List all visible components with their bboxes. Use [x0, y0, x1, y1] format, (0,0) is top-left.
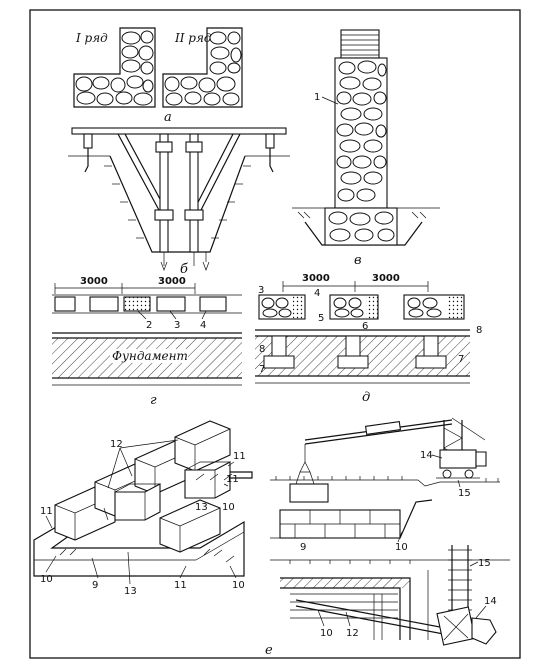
panel-a-row1-outline: [73, 27, 156, 108]
panel-d-dim-left: 3000: [302, 273, 330, 284]
panel-e-callout-9: 9: [92, 580, 98, 591]
panel-e-callout-15-b: 15: [478, 558, 491, 569]
panel-a-row2-label: II ряд: [174, 31, 212, 45]
panel-e-callout-11-d: 11: [174, 580, 187, 591]
panel-b-caption: б: [180, 262, 188, 277]
panel-e-blocks: [54, 420, 231, 553]
panel-g-callout-2: 2: [146, 320, 152, 331]
panel-d-callout-8-right: 8: [476, 325, 482, 336]
panel-e-crane-plan: [436, 606, 497, 646]
panel-g-callout-4: 4: [200, 320, 206, 331]
panel-e-callout-9-b: 9: [300, 542, 306, 553]
panel-e-callout-13-a: 13: [195, 502, 208, 513]
panel-e-left: 12 11 11 10 13 11 10 9 13 11 10: [33, 420, 253, 597]
panel-a: I ряд II ряд а: [73, 27, 243, 125]
panel-e-callout-10-b: 10: [40, 574, 53, 585]
panel-g: 3000 3000 2 3 4 Фундамент г: [52, 276, 242, 408]
panel-e-callout-11-a: 11: [233, 451, 246, 462]
panel-b: б: [68, 127, 290, 277]
panel-d-callout-3: 3: [258, 285, 264, 296]
panel-e-crane-mast: [436, 420, 487, 479]
panel-e-callout-13-b: 13: [124, 586, 137, 597]
panel-e-callout-14-a: 14: [420, 450, 433, 461]
panel-e-hoisted-block: [289, 483, 329, 503]
panel-e-callout-11-c: 11: [40, 506, 53, 517]
panel-d-callout-4: 4: [314, 288, 320, 299]
panel-v-brick-cap: [340, 29, 380, 59]
panel-a-caption: а: [164, 110, 172, 125]
panel-v: 1 в: [292, 29, 440, 268]
panel-g-caption: г: [150, 393, 157, 408]
panel-g-foundation-label: Фундамент: [112, 349, 188, 363]
panel-e-callout-10-e: 10: [320, 628, 333, 639]
panel-d: 3000 3000 3 4 5 6: [255, 273, 482, 405]
panel-d-callout-8-left: 8: [259, 344, 265, 355]
plate-frame: [29, 9, 521, 659]
panel-e-callout-12: 12: [110, 439, 123, 450]
panel-e-callout-14-b: 14: [484, 596, 497, 607]
panel-e-callout-10-a: 10: [222, 502, 235, 513]
panel-v-caption: в: [354, 253, 362, 268]
panel-d-piers: [258, 294, 465, 320]
panel-a-row2-outline: [162, 27, 243, 108]
panel-e-right: 14 15 9 10: [270, 417, 510, 646]
panel-a-row1-label: I ряд: [75, 31, 108, 45]
panel-d-footings: [263, 335, 447, 369]
panel-e-callout-10-d: 10: [395, 542, 408, 553]
panel-g-dim-right: 3000: [158, 276, 186, 287]
panel-d-callout-6: 6: [362, 321, 368, 332]
panel-e-callout-10-c: 10: [232, 580, 245, 591]
panel-d-callout-7-right: 7: [458, 354, 464, 365]
panel-b-top-beam: [71, 127, 287, 135]
panel-g-dim-left: 3000: [80, 276, 108, 287]
panel-b-trench: [109, 155, 246, 253]
panel-d-dim-right: 3000: [372, 273, 400, 284]
panel-a-row2-stones: [164, 31, 242, 106]
panel-a-row1-stones: [75, 30, 154, 106]
panel-e-callout-15-a: 15: [458, 488, 471, 499]
panel-e-caption: е: [265, 643, 273, 658]
panel-v-callout-1: 1: [314, 92, 320, 103]
panel-e-callout-11-b: 11: [226, 474, 239, 485]
panel-d-callout-5: 5: [318, 313, 324, 324]
panel-d-caption: д: [362, 390, 370, 405]
panel-e-base-slab: [33, 471, 253, 577]
panel-e-callout-12-b: 12: [346, 628, 359, 639]
panel-g-callout-3: 3: [174, 320, 180, 331]
panel-d-callout-7-left: 7: [259, 364, 265, 375]
panel-e-rail-track: [448, 545, 472, 615]
panel-v-column-stones: [336, 60, 387, 202]
